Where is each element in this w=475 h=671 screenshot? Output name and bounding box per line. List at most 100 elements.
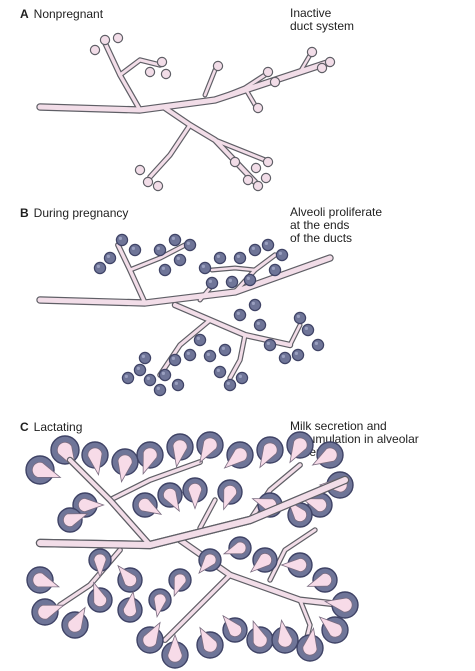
alveolus [264,339,275,350]
alveolus-highlight [227,382,230,385]
milk-lumen [188,483,201,508]
duct-end-bud [135,165,144,174]
alveolus [172,379,183,390]
alveolus-highlight [305,327,308,330]
alveolus-highlight [187,352,190,355]
alveolus [184,239,195,250]
alveolus [206,277,217,288]
alveolus [224,379,235,390]
alveolus [236,372,247,383]
alveolus [194,334,205,345]
duct-end-bud [143,177,152,186]
alveolus [249,299,260,310]
panel-a-inactive-ducts [40,33,335,190]
duct-end-bud [100,35,109,44]
alveolus-highlight [252,247,255,250]
alveolus-highlight [177,257,180,260]
duct-end-bud [317,63,326,72]
alveolus-highlight [229,279,232,282]
duct-lumen [40,62,330,110]
alveolus-highlight [247,277,250,280]
duct-end-bud [325,57,334,66]
alveolus [169,354,180,365]
alveolus-highlight [107,255,110,258]
alveolus-highlight [125,375,128,378]
duct-end-bud [253,181,262,190]
milk-lumen [78,498,103,511]
duct-end-bud [113,33,122,42]
alveolus-highlight [265,242,268,245]
alveolus [214,252,225,263]
duct-end-bud [251,163,260,172]
duct-end-bud [90,45,99,54]
alveolus-highlight [295,352,298,355]
alveolus-highlight [315,342,318,345]
duct-lumen [105,43,140,110]
panel-c-lactating-alveoli [26,432,358,668]
alveolus-highlight [162,372,165,375]
alveolus-highlight [187,242,190,245]
alveolus-highlight [162,267,165,270]
alveolus [116,234,127,245]
alveolus [184,349,195,360]
alveolus [174,254,185,265]
alveolus [269,264,280,275]
alveolus [159,369,170,380]
alveolus [199,262,210,273]
alveolus-highlight [132,247,135,250]
duct-lumen [205,70,215,95]
alveolus [262,239,273,250]
alveolus [169,234,180,245]
milk-lumen [281,558,306,571]
duct-end-bud [157,57,166,66]
alveolus-highlight [252,302,255,305]
duct-end-bud [263,157,272,166]
alveolus-highlight [147,377,150,380]
duct-end-bud [253,103,262,112]
alveolus-highlight [197,337,200,340]
alveolus [276,249,287,260]
alveolus-highlight [272,267,275,270]
duct-end-bud [213,61,222,70]
alveolus-highlight [119,237,122,240]
duct-end-bud [153,181,162,190]
alveolus [144,374,155,385]
alveolus [94,262,105,273]
alveolus-highlight [207,353,210,356]
alveolus [134,364,145,375]
alveolus [294,312,305,323]
duct-end-bud [263,67,272,76]
alveolus [302,324,313,335]
alveolus [279,352,290,363]
alveolus [129,244,140,255]
alveolus-highlight [172,237,175,240]
alveolus [122,372,133,383]
alveolus-highlight [175,382,178,385]
alveolus [234,309,245,320]
alveolus-highlight [237,312,240,315]
alveolus [254,319,265,330]
alveolus-highlight [237,255,240,258]
duct-end-bud [270,77,279,86]
alveolus [139,352,150,363]
alveolus-highlight [217,369,220,372]
alveolus-highlight [297,315,300,318]
duct-end-bud [230,157,239,166]
alveolus-highlight [97,265,100,268]
alveolus-highlight [209,280,212,283]
alveolus [244,274,255,285]
alveolus [159,264,170,275]
alveolus-highlight [222,347,225,350]
duct-end-bud [243,175,252,184]
duct-lumen [290,325,300,345]
alveolus [204,350,215,361]
duct-lumen [40,258,330,303]
alveolus [219,344,230,355]
alveolus-highlight [172,357,175,360]
alveolus-highlight [279,252,282,255]
alveolus [292,349,303,360]
duct-end-bud [145,67,154,76]
alveolus-highlight [239,375,242,378]
duct-end-bud [161,69,170,78]
alveolus-highlight [282,355,285,358]
